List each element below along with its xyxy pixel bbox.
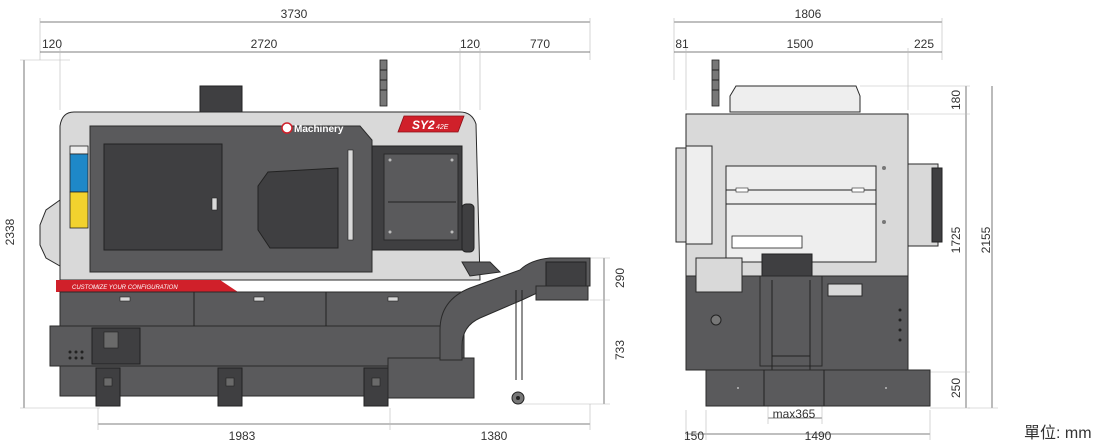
banner-text: CUSTOMIZE YOUR CONFIGURATION <box>72 285 178 291</box>
dim-conveyor-upper: 290 <box>613 268 627 288</box>
brand-logo-text: Machinery <box>294 124 344 135</box>
dim-conveyor-lower: 733 <box>613 340 627 360</box>
dim-side-overall-height: 2155 <box>979 226 993 253</box>
dim-front-right-margin: 120 <box>460 37 480 51</box>
dim-side-overall-width: 1806 <box>795 7 822 21</box>
dim-front-height: 2338 <box>3 218 17 245</box>
model-badge-text: SY2 <box>412 118 435 132</box>
dim-front-left-margin: 120 <box>42 37 62 51</box>
dim-side-base-height: 250 <box>949 378 963 398</box>
dim-front-base-width: 1983 <box>229 429 256 443</box>
dim-side-body-height: 1725 <box>949 226 963 253</box>
side-dimensions: 1806 81 1500 225 180 1725 250 2155 max36… <box>673 7 998 443</box>
dim-side-left-margin: 81 <box>675 37 689 51</box>
side-view-machine <box>675 59 943 407</box>
unit-label: 單位: mm <box>1024 424 1092 442</box>
dim-front-body-width: 2720 <box>251 37 278 51</box>
dim-conveyor-base-width: 1380 <box>481 429 508 443</box>
dim-side-body-width: 1500 <box>787 37 814 51</box>
front-dimensions: 3730 120 2720 120 770 2338 290 733 1983 … <box>3 7 627 443</box>
dim-side-bottom-left: 150 <box>684 429 704 443</box>
dim-side-max-width: max365 <box>773 407 816 421</box>
dim-side-right-margin: 225 <box>914 37 934 51</box>
dim-front-extension: 770 <box>530 37 550 51</box>
dim-front-overall-width: 3730 <box>281 7 308 21</box>
dim-side-top-height: 180 <box>949 90 963 110</box>
model-badge-suffix: 42E <box>436 124 449 131</box>
dim-side-base-width: 1490 <box>805 429 832 443</box>
front-view-machine: Machinery SY2 42E CUSTOMIZE YOUR CONFIGU… <box>39 59 591 407</box>
